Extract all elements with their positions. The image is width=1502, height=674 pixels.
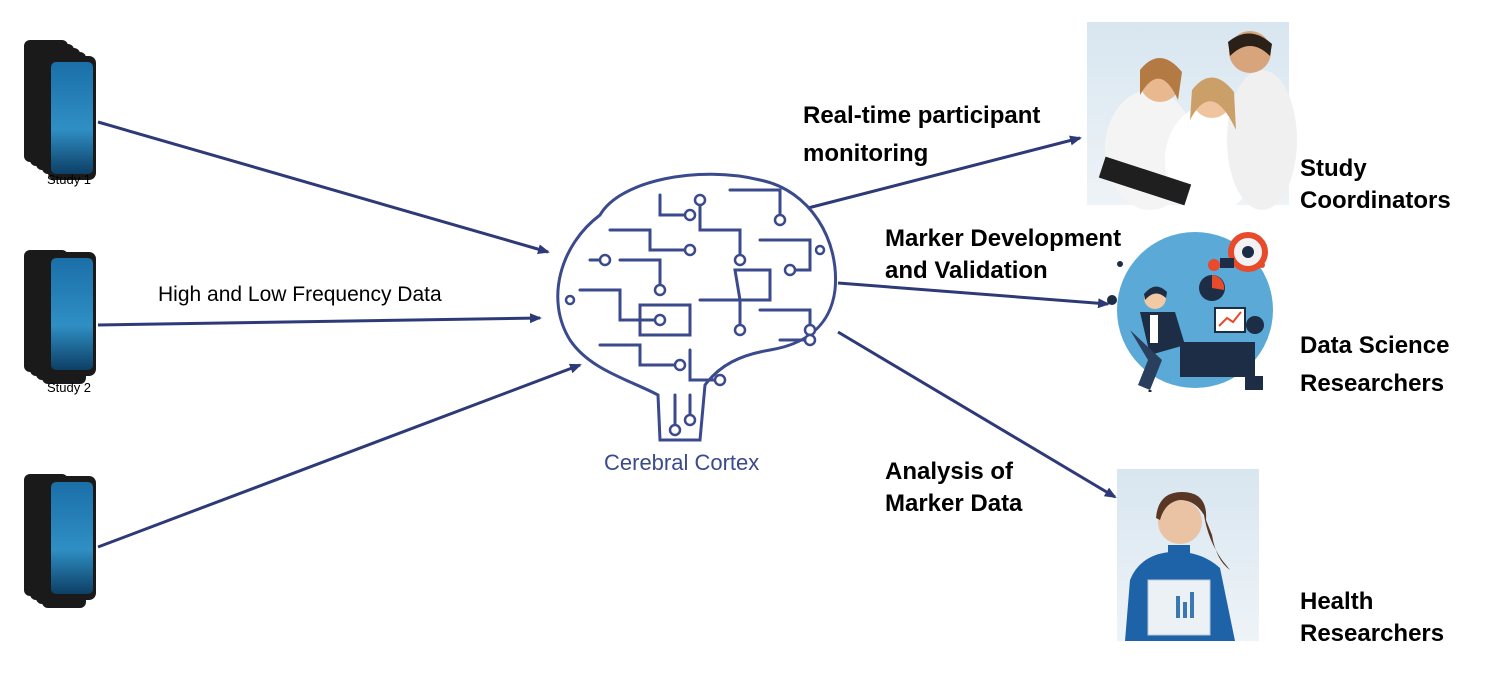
phone-stack-study3 xyxy=(24,474,96,608)
health-researcher-photo xyxy=(1117,469,1259,641)
output-label-monitoring-line1: Real-time participant xyxy=(803,102,1041,129)
audience-datascience-line2: Researchers xyxy=(1300,370,1445,397)
study-1-label: Study 1 xyxy=(46,172,92,187)
arrow-study1-to-cortex xyxy=(97,120,550,255)
output-label-marker-development-line1: Marker Development xyxy=(885,225,1122,252)
phone-stack-study2 xyxy=(24,250,96,384)
circuit-brain-nodes xyxy=(564,193,826,437)
flow-label: High and Low Frequency Data xyxy=(158,283,442,306)
arrow-study2-to-cortex xyxy=(97,313,542,327)
circuit-brain-icon xyxy=(556,172,838,442)
arrow-cortex-to-health xyxy=(837,330,1117,499)
cortex-label: Cerebral Cortex xyxy=(604,450,760,475)
output-label-marker-development: Marker Development and Validation xyxy=(885,223,1121,287)
arrow-study3-to-cortex xyxy=(97,363,582,549)
audience-coordinators-label: Study Coordinators xyxy=(1300,153,1451,217)
arrow-cortex-to-coordinators xyxy=(807,135,1082,210)
audience-datascience-label: Data Science Researchers xyxy=(1300,330,1449,400)
phone-stack-study1 xyxy=(24,40,96,180)
audience-datascience-line1: Data Science xyxy=(1300,332,1450,359)
coordinators-photo xyxy=(1087,22,1297,215)
audience-health-line2: Researchers xyxy=(1300,620,1445,647)
data-scientist-illustration xyxy=(1107,232,1273,392)
audience-health-line1: Health xyxy=(1300,588,1374,615)
output-label-marker-development-line2: and Validation xyxy=(885,257,1048,284)
output-label-analysis: Analysis of Marker Data xyxy=(885,456,1022,520)
audience-coordinators-line1: Study xyxy=(1300,155,1367,182)
output-label-analysis-line1: Analysis of xyxy=(885,458,1014,485)
study-2-label: Study 2 xyxy=(46,380,92,395)
output-label-analysis-line2: Marker Data xyxy=(885,490,1023,517)
audience-coordinators-line2: Coordinators xyxy=(1300,187,1451,214)
output-label-monitoring-line2: monitoring xyxy=(803,140,929,167)
output-label-monitoring: Real-time participant monitoring xyxy=(803,100,1040,170)
arrow-cortex-to-datascience xyxy=(837,281,1110,309)
audience-health-label: Health Researchers xyxy=(1300,586,1444,650)
